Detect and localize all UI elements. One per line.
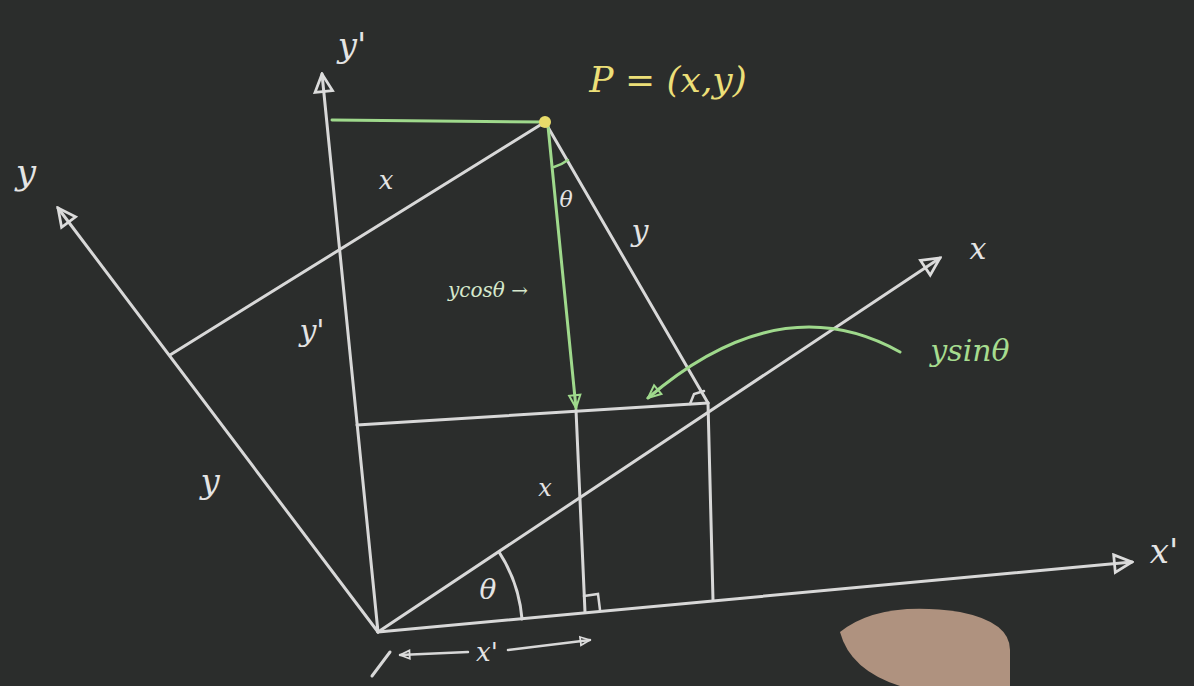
axis-label: θ [559,188,572,212]
green-construction [332,120,900,408]
projection-line [170,122,545,355]
x-axis [378,258,940,632]
axis-tail [372,652,390,676]
axis-label: y' [299,314,324,347]
dimension-arrow [508,640,590,650]
point-p [539,116,551,128]
axis-label: ysinθ [930,334,1009,367]
axis-label: x' [1150,533,1179,570]
axis-label: y [200,463,219,500]
y-axis [58,208,378,632]
right-angle-mark [584,594,600,610]
construction-lines [170,122,713,655]
angle-arc [499,552,522,619]
projection-line [332,120,545,122]
angle-arc [554,160,568,167]
axis-label: y [632,214,649,247]
axis-label: x [970,232,987,265]
hand [840,609,1010,686]
projection-line [708,403,713,600]
x-prime-axis [378,562,1132,632]
projection-line [576,410,585,612]
axes [58,74,1132,676]
projection-line [548,126,576,408]
axis-label: ycosθ → [448,279,528,301]
axis-label: x' [476,638,498,667]
axis-label: y [16,152,36,192]
projection-line [357,403,708,425]
y-prime-axis [322,74,378,632]
axis-label: x [538,475,552,501]
axis-label: y' [338,27,367,64]
axis-label: x [379,166,394,195]
projection-line [545,122,708,403]
callout-arrow [648,327,900,398]
right-angle-mark [690,391,704,404]
axis-label: θ [480,575,497,606]
dimension-arrow [400,652,468,655]
axis-label: P = (x,y) [589,60,746,100]
